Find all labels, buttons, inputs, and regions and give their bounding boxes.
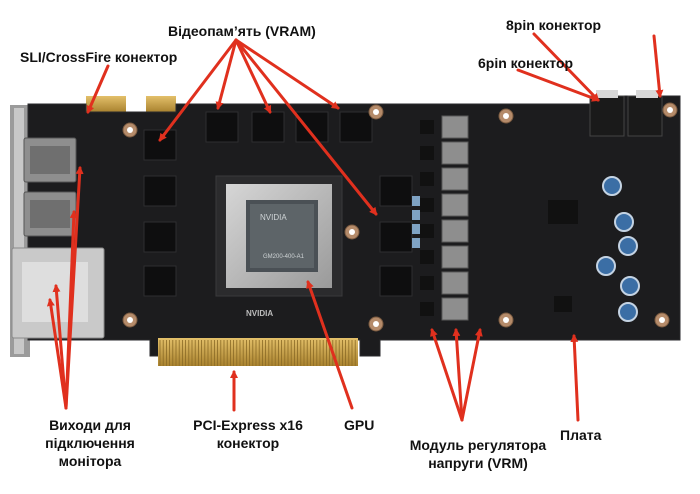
annotation-arrow: [86, 64, 110, 114]
vram-chip: [379, 221, 413, 253]
label-pcie-line2: конектор: [216, 435, 280, 451]
label-monitor-outputs: Виходи для підключення монітора: [30, 416, 150, 470]
label-board: Плата: [560, 427, 602, 443]
vrm-mosfet: [420, 302, 434, 316]
capacitor: [596, 256, 616, 276]
annotation-arrow: [516, 68, 600, 102]
annotation-arrow: [532, 32, 600, 102]
annotation-arrow: [234, 38, 378, 216]
vram-chip: [143, 265, 177, 297]
vrm-mosfet: [420, 276, 434, 290]
capacitors: [596, 176, 640, 322]
vrm-cap: [412, 196, 420, 206]
annotation-arrow: [46, 298, 68, 410]
gpu-package: [215, 175, 343, 297]
label-8pin-connector: 8pin конектор: [506, 17, 602, 33]
label-vrm-line2: напруги (VRM): [428, 455, 528, 471]
vrm-choke: [441, 297, 469, 321]
vrm-mosfet: [420, 120, 434, 134]
label-monitor-outputs-line2: підключення: [45, 435, 135, 451]
vrm-choke: [441, 271, 469, 295]
vrm-choke: [441, 219, 469, 243]
label-gpu: GPU: [344, 417, 375, 433]
vrm-choke: [441, 193, 469, 217]
vrm-cap: [412, 238, 420, 248]
vrm-choke: [441, 245, 469, 269]
mounting-holes: [122, 102, 678, 332]
annotation-arrow: [460, 328, 483, 422]
label-6pin-connector: 6pin конектор: [478, 55, 574, 71]
capacitor: [614, 212, 634, 232]
vram-chip: [379, 265, 413, 297]
monitor-outputs: [11, 137, 105, 339]
annotation-arrow: [64, 210, 78, 410]
label-vrm-line1: Модуль регулятора: [409, 437, 547, 453]
gpu-code-text: GM200-400-A1: [263, 254, 305, 260]
capacitor: [602, 176, 622, 196]
label-vrm: Модуль регулятора напруги (VRM): [398, 436, 558, 472]
capacitor: [618, 302, 638, 322]
pcie-connector: [158, 338, 358, 366]
vrm-cap: [412, 210, 420, 220]
sli-connector: [86, 96, 176, 112]
vrm-choke: [441, 141, 469, 165]
controller-chip: [548, 200, 578, 224]
vram-chip: [295, 111, 329, 143]
label-monitor-outputs-line1: Виходи для: [49, 417, 131, 433]
vram-chip: [143, 175, 177, 207]
power-connectors: [589, 90, 663, 137]
annotation-arrow: [215, 38, 238, 110]
gpu-brand-text: NVIDIA: [260, 213, 287, 222]
capacitor: [620, 276, 640, 296]
vrm-mosfet: [420, 198, 434, 212]
capacitor: [618, 236, 638, 256]
vram-chip: [143, 221, 177, 253]
annotation-arrow: [306, 280, 354, 410]
annotation-arrow: [234, 38, 272, 114]
vrm-mosfet: [420, 224, 434, 238]
vram-chip: [251, 111, 285, 143]
label-vram: Відеопам’ять (VRAM): [168, 23, 316, 39]
label-pcie-line1: PCI-Express x16: [193, 417, 303, 433]
annotation-arrow: [652, 34, 664, 98]
vram-chips: [143, 111, 413, 297]
annotation-arrows: [46, 32, 664, 422]
vram-chip: [339, 111, 373, 143]
annotation-arrow: [158, 38, 238, 142]
board-brand-text: NVIDIA: [246, 309, 273, 318]
annotation-arrow: [452, 328, 464, 422]
annotation-arrow: [570, 334, 580, 422]
vrm-chokes: [412, 115, 469, 321]
vrm-mosfet: [420, 146, 434, 160]
annotation-arrow: [430, 328, 464, 422]
vram-chip: [379, 175, 413, 207]
vrm-choke: [441, 167, 469, 191]
small-chip: [554, 296, 572, 312]
vrm-cap: [412, 224, 420, 234]
label-pcie-connector: PCI-Express x16 конектор: [178, 416, 318, 452]
vram-chip: [143, 129, 177, 161]
label-sli-crossfire-connector: SLI/CrossFire конектор: [20, 49, 178, 65]
vrm-choke: [441, 115, 469, 139]
vrm-mosfet: [420, 250, 434, 264]
vram-chip: [205, 111, 239, 143]
vrm-mosfet: [420, 172, 434, 186]
annotation-arrow: [234, 38, 340, 110]
label-monitor-outputs-line3: монітора: [58, 453, 122, 469]
